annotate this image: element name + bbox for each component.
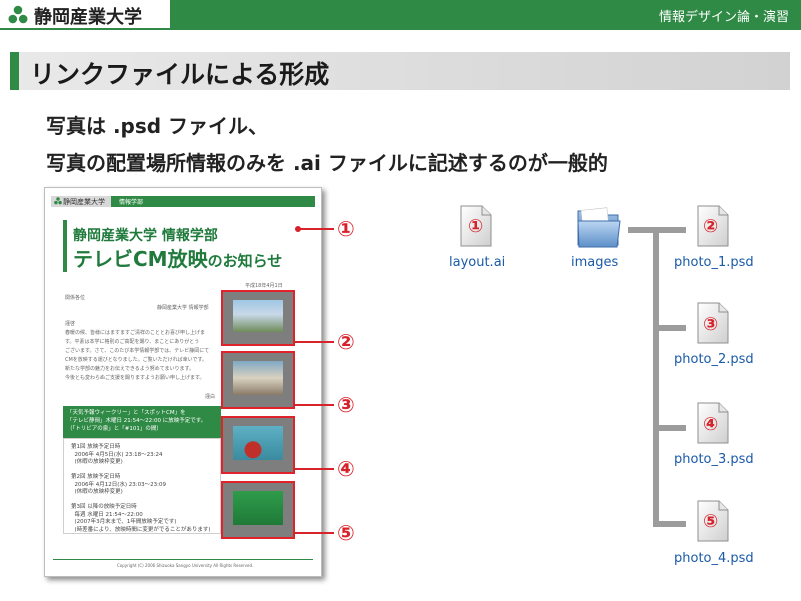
doc-department-tag: 情報学部 bbox=[119, 199, 144, 206]
doc-title-sub: のお知らせ bbox=[207, 252, 283, 270]
doc-closing: 謹白 bbox=[205, 394, 216, 400]
callout-number-2: ② bbox=[337, 330, 355, 354]
title-bar bbox=[10, 52, 790, 90]
photo-1-number: ② bbox=[703, 216, 719, 237]
doc-notice-box bbox=[63, 406, 221, 438]
document-icon bbox=[697, 302, 729, 344]
document-icon bbox=[697, 402, 729, 444]
callout-number-3: ③ bbox=[337, 393, 355, 417]
doc-notice-text: 「天気予報ウィークリー」と「スポットCM」を 「テレビ静岡」木曜日 21:54〜… bbox=[67, 409, 206, 433]
photo-1-label[interactable]: photo_1.psd bbox=[674, 255, 754, 270]
photo-3-label[interactable]: photo_3.psd bbox=[674, 452, 754, 467]
file-photo-4[interactable] bbox=[697, 500, 729, 546]
doc-body-line: 今後とも変わらぬご支援を賜りますようお願い申し上げます。 bbox=[65, 375, 205, 381]
doc-notice-line: 「天気予報ウィークリー」と「スポットCM」を bbox=[67, 410, 186, 416]
file-photo-3[interactable] bbox=[697, 402, 729, 448]
file-layout-ai[interactable] bbox=[460, 205, 492, 251]
folder-images[interactable] bbox=[576, 205, 622, 253]
layout-document-preview: 静岡産業大学 情報学部 静岡産業大学 情報学部 テレビCM放映のお知らせ 平成1… bbox=[44, 187, 322, 577]
photo-3-number: ④ bbox=[703, 414, 719, 435]
doc-title-line-1: 静岡産業大学 情報学部 bbox=[73, 228, 218, 244]
photo-2-label[interactable]: photo_2.psd bbox=[674, 352, 754, 367]
doc-photo-1 bbox=[221, 290, 295, 346]
bullet-line-1: 写真は .psd ファイル、 bbox=[46, 114, 269, 138]
doc-photo-3 bbox=[221, 416, 295, 474]
photo-4-number: ⑤ bbox=[703, 511, 719, 532]
callout-line bbox=[294, 468, 334, 470]
document-icon bbox=[697, 500, 729, 542]
callout-line bbox=[294, 404, 334, 406]
doc-logo-icon bbox=[54, 197, 62, 205]
bullet-line-2: 写真の配置場所情報のみを .ai ファイルに記述するのが一般的 bbox=[46, 151, 608, 175]
callout-number-5: ⑤ bbox=[337, 521, 355, 545]
document-icon bbox=[460, 205, 492, 247]
header-logo-area bbox=[0, 0, 170, 30]
folder-icon bbox=[577, 207, 621, 248]
tree-branch bbox=[653, 425, 686, 431]
university-logo-icon bbox=[8, 5, 28, 24]
tree-branch bbox=[653, 325, 686, 331]
callout-number-4: ④ bbox=[337, 457, 355, 481]
doc-logo-text: 静岡産業大学 bbox=[63, 198, 105, 206]
images-folder-label[interactable]: images bbox=[571, 255, 619, 270]
doc-schedule-box bbox=[63, 438, 221, 534]
document-icon bbox=[697, 205, 729, 247]
university-name: 静岡産業大学 bbox=[34, 7, 142, 28]
layout-file-number: ① bbox=[468, 216, 484, 237]
doc-title-box bbox=[63, 220, 321, 272]
doc-body-line: 春暖の候、皆様にはますますご清祥のこととお喜び申し上げま bbox=[65, 330, 206, 336]
doc-date: 平成18年4月1日 bbox=[245, 283, 283, 289]
callout-line bbox=[294, 532, 334, 534]
layout-file-label[interactable]: layout.ai bbox=[449, 255, 506, 270]
course-name: 情報デザイン論・演習 bbox=[658, 10, 789, 25]
callout-line bbox=[298, 228, 334, 230]
tree-branch bbox=[653, 521, 686, 527]
tree-trunk bbox=[653, 227, 659, 527]
doc-header-accent bbox=[111, 196, 315, 207]
title-accent bbox=[10, 52, 19, 90]
tree-branch bbox=[628, 227, 686, 233]
callout-number-1: ① bbox=[337, 217, 355, 241]
photo-4-label[interactable]: photo_4.psd bbox=[674, 551, 754, 566]
doc-photo-2 bbox=[221, 351, 295, 409]
doc-body-line: す。平素は本学に格別のご高配を賜り、まことにありがとう bbox=[65, 339, 200, 345]
doc-sender: 静岡産業大学 情報学部 bbox=[157, 305, 209, 311]
doc-footer-line bbox=[53, 559, 313, 560]
doc-title-main: テレビCM放映 bbox=[73, 247, 208, 271]
doc-greeting: 謹啓 bbox=[65, 321, 76, 327]
slide-title: リンクファイルによる形成 bbox=[30, 60, 330, 89]
doc-schedule-text: 第1回 放映予定日時 2006年 4月5日(水) 23:18〜23:24 (休暇… bbox=[71, 444, 211, 533]
file-photo-1[interactable] bbox=[697, 205, 729, 251]
doc-footer: Copyright (C) 2006 Shizuoka Sangyo Unive… bbox=[117, 563, 254, 568]
doc-photo-4 bbox=[221, 481, 295, 539]
doc-recipient: 関係各位 bbox=[65, 295, 86, 301]
doc-notice-line: 「テレビ静岡」木曜日 21:54〜22:00 に放映予定です。 bbox=[67, 418, 207, 424]
photo-2-number: ③ bbox=[703, 314, 719, 335]
doc-body-line: CMを放映する運びとなりました。ご覧いただければ幸いです。 bbox=[65, 357, 208, 363]
doc-body-line: 新たな学部の魅力をお伝えできるよう努めてまいります。 bbox=[65, 366, 195, 372]
doc-title-line-2: テレビCM放映のお知らせ bbox=[73, 243, 282, 272]
callout-line bbox=[294, 341, 334, 343]
doc-notice-line: （「トリビアの泉」と「#101」の間） bbox=[67, 426, 162, 432]
file-photo-2[interactable] bbox=[697, 302, 729, 348]
doc-body-line: ございます。さて、このたび本学情報学部では、テレビ静岡にて bbox=[65, 348, 210, 354]
